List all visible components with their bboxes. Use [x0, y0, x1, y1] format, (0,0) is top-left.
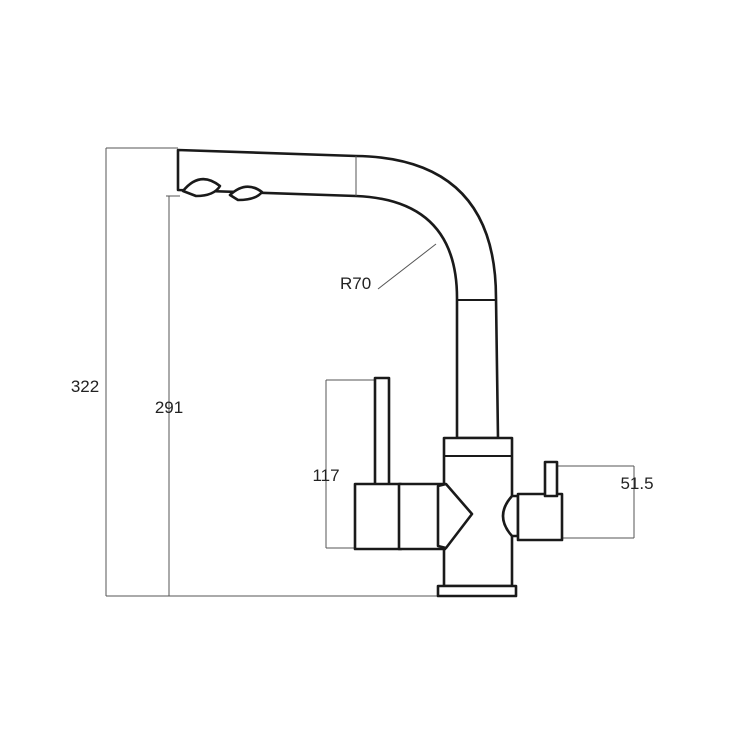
dimension-side-knob-height: 51.5: [548, 465, 654, 539]
bend-radius-label: R70: [340, 274, 371, 293]
dimension-spout-height: 291: [155, 195, 183, 596]
spray-button-front: [181, 177, 222, 198]
right-valve-housing: [516, 492, 564, 542]
overall-height-label: 322: [71, 377, 99, 396]
dimension-lever-height: 117: [312, 379, 378, 549]
side-knob-height-label: 51.5: [620, 474, 653, 493]
left-valve-cone: [436, 482, 474, 550]
spray-button-rear: [228, 185, 264, 202]
lever-height-label: 117: [312, 466, 339, 485]
spout-height-label: 291: [155, 398, 183, 417]
spout-outline: [176, 148, 500, 440]
right-knob-stem: [543, 460, 559, 498]
base-plate: [436, 584, 518, 598]
left-lever-cap: [353, 482, 403, 551]
dimension-bend-radius: R70: [340, 243, 437, 293]
dimension-overall-height: 322: [71, 147, 440, 597]
left-lever-handle: [373, 376, 391, 488]
